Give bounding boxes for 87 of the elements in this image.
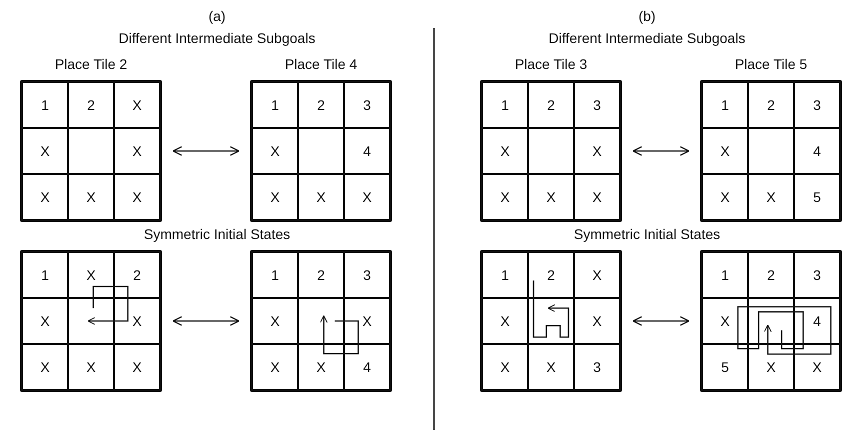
puzzle-tile: X [252,174,298,220]
puzzle-tile: X [482,174,528,220]
puzzle-tile: 4 [344,344,390,390]
puzzle-tile: X [68,174,114,220]
puzzle-tile: 2 [68,82,114,128]
puzzle-tile: 1 [22,82,68,128]
puzzle-tile: X [702,174,748,220]
puzzle-tile: 1 [482,82,528,128]
puzzle-tile: X [114,82,160,128]
puzzle-tile: 2 [748,252,794,298]
puzzle-tile: X [22,174,68,220]
puzzle-tile: X [298,174,344,220]
panel-label: (a) [208,8,226,24]
empty-cell [528,128,574,174]
puzzle-tile: 2 [528,252,574,298]
puzzle-tile: 4 [794,298,840,344]
puzzle-tile: 3 [574,344,620,390]
puzzle-tile: X [748,344,794,390]
puzzle-tile: X [298,344,344,390]
puzzle-tile: 1 [702,252,748,298]
section-heading: Symmetric Initial States [144,226,290,242]
double-arrow [632,146,690,156]
empty-cell [748,128,794,174]
empty-cell [748,298,794,344]
puzzle-tile: 3 [344,82,390,128]
panel-label: (b) [638,8,656,24]
puzzle-tile: X [22,298,68,344]
empty-cell [298,128,344,174]
move-path-arrow [532,280,570,338]
puzzle-tile: X [114,344,160,390]
puzzle-tile: X [528,174,574,220]
puzzle-tile: 4 [344,128,390,174]
puzzle-tile: X [344,298,390,344]
puzzle-tile: 1 [482,252,528,298]
puzzle-tile: X [574,174,620,220]
grid-heading: Place Tile 3 [514,56,588,72]
puzzle-tile: X [252,344,298,390]
puzzle-tile: X [482,128,528,174]
puzzle-tile: 2 [298,252,344,298]
puzzle-tile: 2 [748,82,794,128]
puzzle-tile: X [114,128,160,174]
puzzle-tile: X [114,298,160,344]
puzzle-tile: 3 [794,252,840,298]
double-arrow [632,316,690,326]
puzzle-tile: X [252,298,298,344]
section-heading: Different Intermediate Subgoals [118,30,316,46]
puzzle-tile: 3 [794,82,840,128]
puzzle-tile: 2 [298,82,344,128]
puzzle-tile: 1 [252,82,298,128]
puzzle-tile: X [68,252,114,298]
puzzle-tile: X [68,344,114,390]
puzzle-tile: X [344,174,390,220]
double-arrow [172,146,240,156]
puzzle-tile: 3 [344,252,390,298]
puzzle-tile: 1 [252,252,298,298]
puzzle-tile: X [482,298,528,344]
section-heading: Symmetric Initial States [574,226,720,242]
grid-heading: Place Tile 4 [284,56,358,72]
puzzle-tile: X [22,344,68,390]
puzzle-tile: X [748,174,794,220]
puzzle-tile: 5 [794,174,840,220]
double-arrow [172,316,240,326]
grid-heading: Place Tile 5 [734,56,808,72]
empty-cell [528,298,574,344]
puzzle-tile: X [252,128,298,174]
section-heading: Different Intermediate Subgoals [548,30,746,46]
puzzle-tile: X [574,298,620,344]
puzzle-tile: X [528,344,574,390]
puzzle-tile: 4 [794,128,840,174]
puzzle-tile: 2 [114,252,160,298]
puzzle-tile: X [574,252,620,298]
puzzle-tile: X [702,298,748,344]
empty-cell [68,128,114,174]
puzzle-tile: X [114,174,160,220]
puzzle-tile: X [22,128,68,174]
puzzle-tile: X [702,128,748,174]
empty-cell [68,298,114,344]
grid-heading: Place Tile 2 [54,56,128,72]
puzzle-tile: 1 [22,252,68,298]
puzzle-tile: X [482,344,528,390]
puzzle-tile: 3 [574,82,620,128]
puzzle-tile: 1 [702,82,748,128]
puzzle-tile: X [794,344,840,390]
empty-cell [298,298,344,344]
puzzle-tile: 5 [702,344,748,390]
puzzle-tile: 2 [528,82,574,128]
puzzle-tile: X [574,128,620,174]
